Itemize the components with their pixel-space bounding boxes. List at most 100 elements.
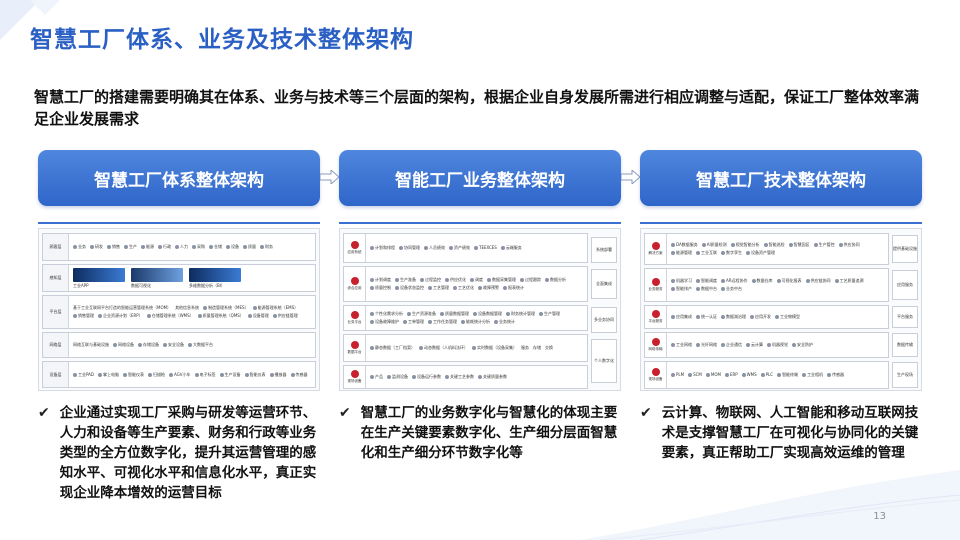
diagram-cell: 仓储管理系统（WMS）: [146, 313, 194, 319]
diagram-cell: DA数据服务: [671, 242, 698, 248]
diagram-cell: 企业通信: [721, 342, 742, 348]
row-label: 平台层: [43, 296, 69, 328]
diagram-cell: PLC: [760, 372, 773, 378]
diagram-cell: 视觉智能分析: [730, 242, 760, 248]
diagram-cell: 财务: [260, 244, 273, 250]
bullet-point: ✔ 智慧工厂的业务数字化与智慧化的体现主要在生产关键要素数字化、生产细分层面智慧…: [339, 403, 621, 463]
diagram-cell: 供应链管理: [272, 313, 298, 319]
row-cells: 计划和排程 协同管理 人员绩效 资产绩效 TEEXCES 云端服务: [366, 244, 587, 252]
diagram-cell: 静态数据（工厂档案）: [370, 345, 415, 351]
diagram-cell: 协同管理: [399, 245, 420, 251]
diagram-cell: 生产管控: [813, 242, 835, 248]
row-cells: DA数据服务 AI质量检测 视觉智能分析 智能巡检 智慧园区 生产管控 供应协同…: [667, 241, 888, 257]
diagram-cell: 采购: [192, 244, 205, 250]
side-label: 应用服务: [892, 270, 918, 300]
business-architecture-diagram: 应用系统 计划和排程 协同管理 人员绩效 资产绩效 TEEXCES 云端服务 综…: [339, 228, 621, 391]
side-label: 生产现场: [892, 362, 918, 388]
diagram-cell: 关键工艺参数: [445, 374, 474, 380]
diagram-row: 顾客层 业务 研发 销售 生产 能源 行政 人力 采购 仓储 设备 质量 财务: [42, 233, 316, 261]
row-cells: 个性化需求分析 生产资源准备 质量数据管理 设备数据管理 财务统计管理 生产管理…: [366, 310, 587, 326]
diagram-cell: 计划和排程: [370, 245, 395, 251]
side-label: 提供基础设施: [892, 235, 918, 263]
diagram-cell: 播放器: [269, 372, 287, 378]
diagram-cell: ERP: [724, 372, 738, 378]
diagram-cell: 资产绩效: [449, 245, 470, 251]
diagram-cell: 光纤网络: [696, 342, 717, 348]
diagram-row: 业务服务 机器学习 智能调度 AR远程协作 数据仓库 可视化报表 供应链协同 工…: [644, 268, 889, 302]
side-label: 数据传输: [892, 333, 918, 357]
diagram-cell: 能耗统计分析: [461, 319, 490, 325]
thumbnail-item: 多维数据分析（BI）: [189, 267, 241, 289]
diagram-cell: 生产: [124, 244, 137, 250]
row-label: 现场设备: [344, 366, 366, 388]
diagram-cell: 设备状态监控: [395, 285, 424, 291]
diagram-cell: 能源管理: [671, 250, 692, 256]
bullet-text: 智慧工厂的业务数字化与智慧化的体现主要在生产关键要素数字化、生产细分层面智慧化和…: [360, 405, 618, 461]
row-label: 感知层: [43, 265, 69, 291]
diagram-cell: 数据采集管理: [487, 277, 516, 283]
diagram-cell: 服务: [521, 345, 529, 350]
row-cells: 静态数据（工厂档案） 动态数据（人机料法环） 实时数据（设备采集） 服务 存储 …: [366, 344, 587, 352]
diagram-cell: 供应优化: [445, 277, 466, 283]
checkmark-icon: ✔: [640, 405, 652, 421]
diagram-cell: 网络设备: [113, 342, 134, 348]
bottom-wave-decoration: [580, 470, 960, 540]
diagram-cell: 电子标签: [194, 372, 216, 378]
diagram-cell: 工作任务管理: [428, 319, 457, 325]
row-cells: 业务 研发 销售 生产 能源 行政 人力 采购 仓储 设备 质量 财务: [69, 243, 315, 251]
divider: [339, 222, 621, 224]
bullet-text: 企业通过实现工厂采购与研发等运营环节、人力和设备等生产要素、财务和行政等业务类型…: [59, 405, 317, 501]
thumbnail-item: 工业APP: [73, 267, 125, 289]
diagram-cell: 过程监控: [420, 277, 441, 283]
bullet-text: 云计算、物联网、人工智能和移动互联网技术是支撑智慧工厂在可视化与协同化的关键要素…: [661, 405, 919, 461]
arrow-right-icon: [621, 170, 640, 184]
diagram-cell: 设备数据管理: [473, 311, 502, 317]
thumbnail-item: 数据可视化: [131, 267, 183, 289]
row-cells: 网络互联与基础设施 网络设备 存储设备 安全设备 大数据平台: [69, 341, 315, 349]
diagram-cell: 数据分析: [545, 277, 566, 283]
diagram-cell: 其他信息系统: [175, 305, 200, 310]
app-icon: [350, 277, 359, 285]
column-header: 智慧工厂技术整体架构: [640, 150, 922, 206]
app-icon: [350, 241, 359, 249]
diagram-row: 网络传输 工业网络 光纤网络 企业通信 云计算 机器视觉 安全防护: [644, 332, 889, 358]
divider: [38, 222, 320, 224]
row-label: 业务平台: [344, 306, 366, 330]
diagram-cell: 统一认证: [696, 314, 717, 320]
diagram-row: 网络层 网络互联与基础设施 网络设备 存储设备 安全设备 大数据平台: [42, 332, 316, 358]
diagram-row: 平台服务 应用集成 统一认证 数据湖治理 应用开发 工业物模型: [644, 305, 889, 329]
diagram-cell: 智慧园区: [788, 242, 810, 248]
diagram-cell: 基于工业互联网平台打造的智能运营管理系统（MOM）: [73, 305, 172, 310]
diagram-cell: AI质量检测: [701, 242, 727, 248]
divider: [640, 222, 922, 224]
intro-paragraph: 智慧工厂的搭建需要明确其在体系、业务与技术等三个层面的架构，根据企业自身发展所需…: [34, 88, 920, 128]
row-cells: 应用集成 统一认证 数据湖治理 应用开发 工业物模型: [667, 313, 888, 321]
diagram-cell: 工艺质量追溯: [834, 278, 864, 284]
diagram-cell: 动态数据（人机料法环）: [419, 345, 468, 351]
diagram-row: 综合应用 计划调度 生产准备 过程监控 供应优化 调度 数据采集管理 过程跟踪 …: [343, 266, 588, 302]
column-header: 智慧工厂体系整体架构: [38, 150, 320, 206]
diagram-cell: 个性化需求分析: [370, 311, 403, 317]
row-cells: 机器学习 智能调度 AR远程协作 数据仓库 可视化报表 供应链协同 工艺质量追溯…: [667, 277, 888, 293]
diagram-cell: 业务中台: [721, 286, 742, 292]
diagram-cell: 生产管理: [539, 311, 560, 317]
diagram-cell: MOM: [705, 372, 721, 378]
device-icon: [651, 368, 660, 376]
diagram-row: 平台层 基于工业互联网平台打造的智能运营管理系统（MOM） 其他信息系统 制造管…: [42, 295, 316, 329]
diagram-cell: 数据湖治理: [721, 314, 746, 320]
diagram-row: 现场设备 产品 监测设备 设备运行参数 关键工艺参数 关键质量参数: [343, 365, 588, 389]
diagram-cell: 可视化报表: [776, 278, 802, 284]
diagram-cell: 报表统计: [503, 285, 524, 291]
diagram-cell: 设备管理: [247, 313, 269, 319]
diagram-cell: 智能仪表: [122, 372, 144, 378]
diagram-cell: 工单管理: [403, 319, 424, 325]
diagram-cell: 质量管理系统（QMS）: [197, 313, 244, 319]
row-cells: 计划调度 生产准备 过程监控 供应优化 调度 数据采集管理 过程跟踪 数据分析 …: [366, 276, 587, 292]
diagram-cell: 业务统计: [494, 319, 515, 325]
side-label: 多业务协同: [591, 307, 617, 333]
row-label: 设备层: [43, 362, 69, 387]
diagram-cell: 行政: [158, 244, 171, 250]
diagram-cell: 数据仓库: [751, 278, 773, 284]
column-system-architecture: 智慧工厂体系整体架构 顾客层 业务 研发 销售 生产 能源 行政 人力 采购 仓…: [38, 150, 320, 503]
diagram-cell: 关键质量参数: [478, 374, 507, 380]
